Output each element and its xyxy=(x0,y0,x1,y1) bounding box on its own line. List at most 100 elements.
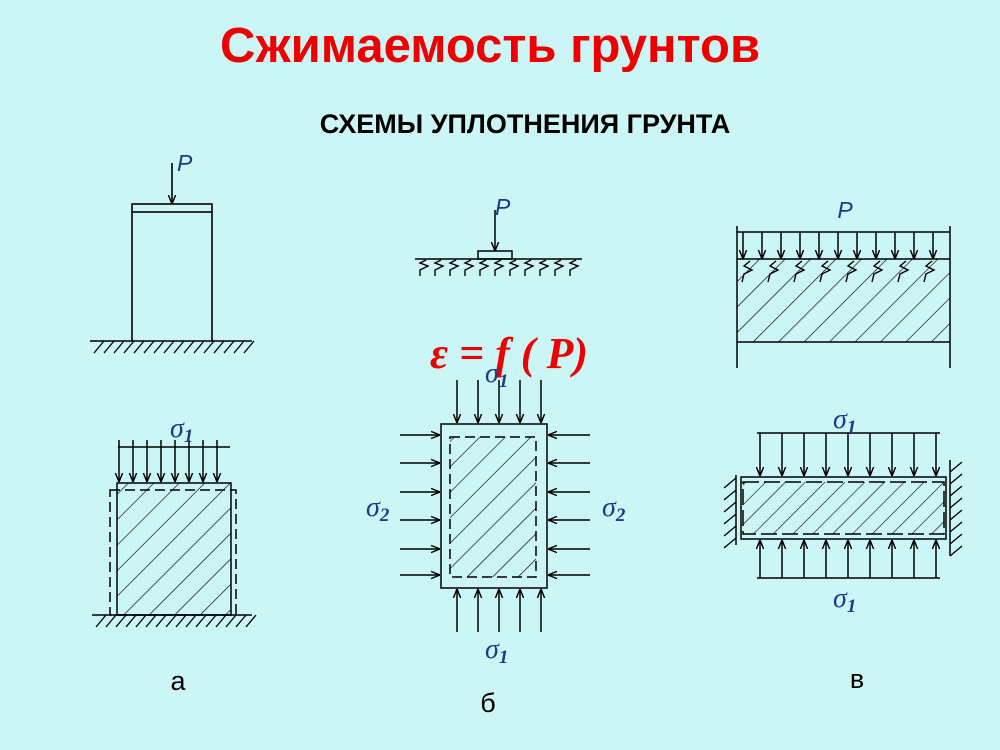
soil-mark xyxy=(897,260,910,283)
loading-stamp xyxy=(477,250,513,260)
soil-sample xyxy=(742,481,945,535)
page-title: Сжимаемость грунтов xyxy=(220,19,760,73)
hatch-mark xyxy=(223,340,235,354)
soil-mark xyxy=(493,259,505,276)
soil-mark xyxy=(508,259,520,276)
hatch-mark xyxy=(143,340,155,354)
hatch-mark xyxy=(203,340,215,354)
hatch-mark xyxy=(125,614,137,628)
wall-hatch-mark xyxy=(723,537,737,549)
soil-mark xyxy=(741,260,754,283)
hatch-mark xyxy=(233,340,245,354)
hatch-mark xyxy=(213,340,225,354)
hatch-mark xyxy=(153,340,165,354)
hatch-mark xyxy=(193,340,205,354)
soil-mark xyxy=(923,260,936,283)
load-label-a: P xyxy=(177,150,193,176)
hatch-mark xyxy=(123,340,135,354)
wall-hatch-mark xyxy=(723,501,737,513)
hatch-mark xyxy=(185,614,197,628)
soil-mark xyxy=(871,260,884,283)
wall-hatch-mark xyxy=(723,477,737,489)
scheme-v-top xyxy=(736,226,951,368)
soil-mark xyxy=(553,259,565,276)
formula: ε = f ( P) xyxy=(430,329,588,378)
wall-hatch-mark xyxy=(949,461,963,473)
soil-mark xyxy=(568,259,580,276)
hatch-mark xyxy=(133,340,145,354)
stress-arrows xyxy=(119,440,217,482)
hatch-mark xyxy=(205,614,217,628)
hatch-mark xyxy=(155,614,167,628)
load-label-b: P xyxy=(495,194,511,220)
caption-b: б xyxy=(480,688,495,718)
page-subtitle: СХЕМЫ УПЛОТНЕНИЯ ГРУНТА xyxy=(320,109,730,139)
stress-label-b-left: σ2 xyxy=(366,492,390,526)
load-label-v: P xyxy=(837,197,853,223)
distributed-load-arrows xyxy=(743,232,933,259)
soil-layer-hatch xyxy=(737,259,950,342)
stress-label-a: σ1 xyxy=(170,413,193,447)
scheme-a-top xyxy=(90,163,255,354)
scheme-b-top xyxy=(415,210,582,276)
caption-a: а xyxy=(170,666,186,696)
stress-label-b-bottom: σ1 xyxy=(485,634,508,668)
wall-hatch-mark xyxy=(949,485,963,497)
scheme-a-bottom xyxy=(92,440,257,628)
stress-label-v-top: σ1 xyxy=(833,404,856,438)
hatch-mark xyxy=(113,340,125,354)
hatch-mark xyxy=(95,614,107,628)
wall-hatch-mark xyxy=(949,473,963,485)
soil-mark xyxy=(845,260,858,283)
soil-mark xyxy=(433,259,445,276)
hatch-mark xyxy=(165,614,177,628)
soil-mark xyxy=(538,259,550,276)
loading-plate xyxy=(131,203,213,213)
base-hatch-marks xyxy=(95,614,257,628)
hatch-mark xyxy=(175,614,187,628)
hatch-mark xyxy=(235,614,247,628)
wall-hatch-mark xyxy=(723,489,737,501)
hatch-mark xyxy=(245,614,257,628)
soil-sample xyxy=(449,436,537,578)
wall-hatch-mark xyxy=(949,509,963,521)
scheme-v-bottom xyxy=(723,432,963,579)
soil-symbol xyxy=(418,259,580,276)
wall-hatch-marks xyxy=(723,461,963,557)
ground-hatch-marks xyxy=(93,340,255,354)
hatch-mark xyxy=(115,614,127,628)
hatch-mark xyxy=(243,340,255,354)
scheme-b-bottom xyxy=(400,380,590,632)
sample-outline xyxy=(440,423,548,589)
wall-hatch-mark xyxy=(949,533,963,545)
hatch-mark xyxy=(145,614,157,628)
wall-hatch-mark xyxy=(723,525,737,537)
soil-mark xyxy=(463,259,475,276)
wall-hatch-mark xyxy=(949,497,963,509)
stress-label-b-right: σ2 xyxy=(602,492,626,526)
soil-mark xyxy=(523,259,535,276)
hatch-mark xyxy=(163,340,175,354)
soil-mark xyxy=(448,259,460,276)
soil-mark xyxy=(793,260,806,283)
soil-sample xyxy=(116,482,232,616)
stress-label-b-top: σ1 xyxy=(485,358,508,392)
soil-mark xyxy=(819,260,832,283)
hatch-mark xyxy=(135,614,147,628)
soil-symbol xyxy=(741,260,936,283)
deformed-outline xyxy=(109,489,237,616)
soil-mark xyxy=(478,259,490,276)
wall-hatch-mark xyxy=(949,545,963,557)
hatch-mark xyxy=(105,614,117,628)
caption-v: в xyxy=(850,664,864,694)
wall-hatch-mark xyxy=(723,513,737,525)
hatch-mark xyxy=(225,614,237,628)
hatch-mark xyxy=(93,340,105,354)
hatch-mark xyxy=(215,614,227,628)
hatch-mark xyxy=(195,614,207,628)
sample-outline xyxy=(740,476,947,540)
hatch-mark xyxy=(183,340,195,354)
wall-hatch-mark xyxy=(949,521,963,533)
